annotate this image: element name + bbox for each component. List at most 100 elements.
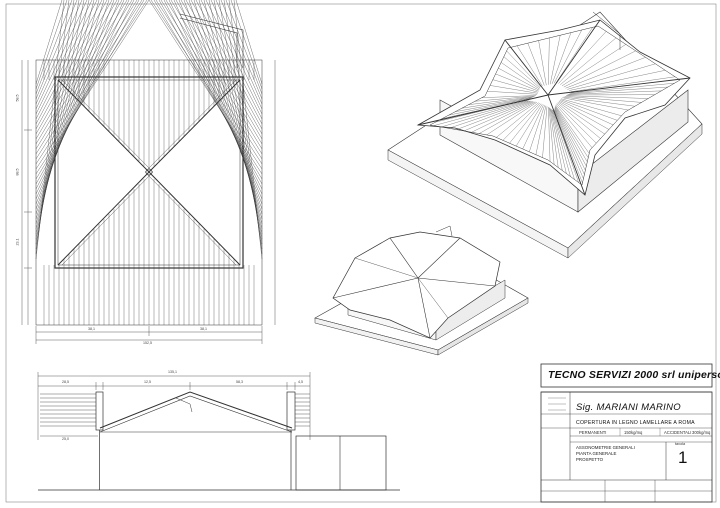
dim-plan-side-top: 58,5 [15,94,20,102]
drafting-line [495,73,539,92]
drafting-line [205,0,263,115]
drafting-line [553,29,582,84]
dim-elev-c: 58,3 [236,380,243,384]
large-axonometric-view [387,11,703,259]
drafting-line [475,95,535,102]
drafting-line [463,101,533,132]
drafting-line [538,40,547,86]
drafting-line [435,99,528,123]
drafting-line [556,103,597,144]
drafting-line [35,0,78,100]
drafting-line [35,0,63,85]
drafting-line [555,106,589,158]
drafting-line [471,101,535,133]
drafting-line [562,97,629,111]
drafting-line [548,37,550,85]
drafting-line [233,0,263,260]
drafting-line [551,109,571,177]
drafting-line [455,97,532,112]
drafting-line [555,104,593,148]
dim-elev-left-height: 25,0 [62,437,69,441]
drafting-line [506,50,541,88]
drafting-line [228,0,263,255]
drafting-line [35,0,75,250]
drafting-line [565,57,646,89]
drafting-line [35,0,108,130]
drafting-line [35,0,143,165]
load-permanent-value: 150kg/mq [624,430,643,435]
drafting-line [567,63,656,90]
drafting-line [155,0,263,165]
drafting-line [492,79,539,93]
drafting-line [165,0,263,155]
sheet-border [5,3,717,503]
drafting-line [548,107,555,165]
drafting-line [550,108,563,171]
drafting-line [563,50,636,88]
drafting-line [548,106,551,162]
drafting-line [223,0,263,250]
drafting-line [551,32,572,84]
drafting-line [558,31,607,84]
sheet-number: 1 [678,448,688,467]
drafting-line [555,105,590,154]
drafting-line [558,101,609,130]
drafting-line [210,0,263,110]
drafting-line [552,110,575,180]
drafting-line [487,91,538,95]
drafting-line [200,0,263,120]
drafting-line [568,90,662,95]
drafting-line [553,110,579,183]
load-permanent-label: PERMANENTI [579,430,607,435]
drafting-line [479,101,536,134]
drafting-line [566,95,649,99]
drafting-line [570,83,675,94]
drafting-line [509,103,542,144]
drafting-line [461,97,533,109]
drafting-line [554,107,587,167]
drafting-line [35,0,93,115]
dim-plan-left: 38,1 [88,327,95,331]
drafting-line [35,0,103,125]
contents-item: ASSONOMETRIE GENERALI [576,445,635,450]
drafting-line [225,0,263,95]
drafting-line [230,0,263,90]
load-accidental-label: ACCIDENTALI [664,430,692,435]
drafting-line [550,35,561,85]
dim-plan-overall: 152,5 [143,341,152,345]
drafting-line [486,102,538,136]
drafting-line [490,85,538,94]
drafting-line [535,105,546,155]
drafting-line [554,109,585,175]
title-block [540,363,713,503]
drafting-line [557,102,601,139]
drafting-line [456,101,532,130]
drafting-line [35,0,80,245]
drafting-line [570,76,676,92]
dim-elev-a: 28,5 [62,380,69,384]
drafting-line [554,108,586,171]
drafting-line [35,0,128,150]
drafting-line [35,0,123,145]
drafting-line [170,0,263,150]
drafting-line [442,99,529,119]
drafting-line [554,110,583,183]
drafting-line [35,0,65,260]
drafting-line [448,98,531,116]
drafting-line [215,0,263,105]
project-subject: COPERTURA IN LEGNO LAMELLARE A ROMA [576,420,695,426]
drafting-line [235,0,263,85]
elevation-view [37,372,400,491]
drafting-line [527,43,545,86]
small-axonometric-view [314,225,529,356]
dim-plan-side-bottom: 23,1 [15,238,20,246]
roof-plan-view [21,0,276,344]
drafting-line [433,100,528,126]
client-name: Sig. MARIANI MARINO [576,402,681,413]
drafting-line [529,105,545,152]
drafting-line [35,0,88,110]
drafting-line [190,0,263,130]
dim-elev-b: 12,5 [144,380,151,384]
drafting-line [441,100,529,128]
dim-elev-overall: 135,1 [168,370,177,374]
